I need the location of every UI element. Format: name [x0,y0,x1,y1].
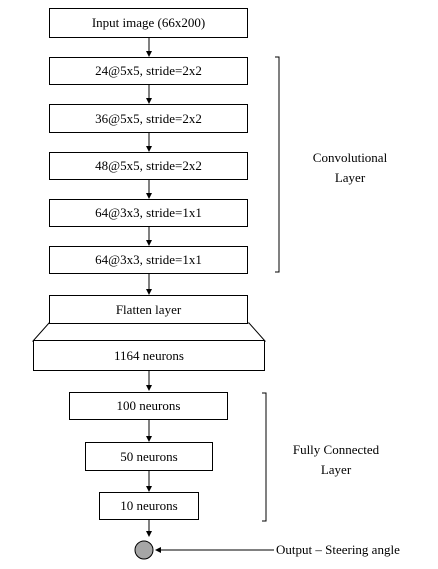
fc-bracket [262,392,267,522]
conv-group-label-line2: Layer [334,170,366,185]
neurons-1164-box: 1164 neurons [33,340,265,371]
fc-layer-100: 100 neurons [69,392,228,420]
output-label: Output – Steering angle [276,542,400,557]
output-node [134,540,154,560]
conv-layer-5: 64@3x3, stride=1x1 [49,246,248,274]
fc-layer-50: 50 neurons [85,442,213,471]
conv-layer-1: 24@5x5, stride=2x2 [49,57,248,85]
fc-group-label-line1: Fully Connected [292,442,380,457]
flatten-layer: Flatten layer [49,295,248,324]
fc-group-label: Fully Connected Layer [276,440,396,480]
conv-layer-2: 36@5x5, stride=2x2 [49,104,248,133]
expansion-trapezoid [31,322,267,342]
conv-group-label: Convolutional Layer [290,148,410,188]
conv-group-label-line1: Convolutional [312,150,388,165]
conv-bracket [275,56,280,273]
conv-layer-3: 48@5x5, stride=2x2 [49,152,248,180]
fc-group-label-line2: Layer [320,462,352,477]
conv-layer-4: 64@3x3, stride=1x1 [49,199,248,227]
fc-layer-10: 10 neurons [99,492,199,520]
input-image-box: Input image (66x200) [49,8,248,38]
